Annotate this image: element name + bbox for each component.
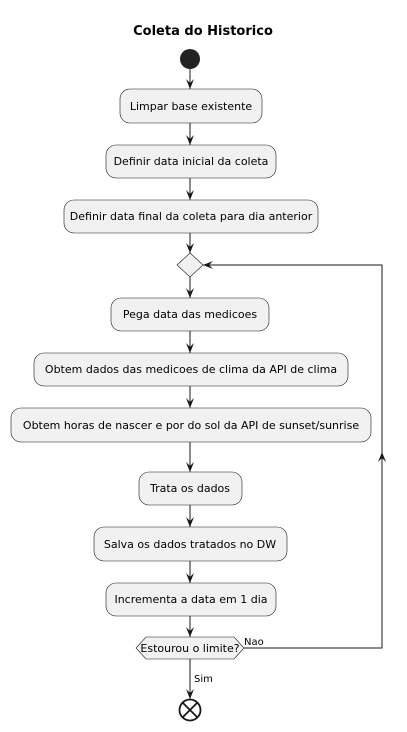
activity-label: Obtem horas de nascer e por do sol da AP… (23, 419, 359, 432)
flow-arrowhead (186, 135, 194, 145)
activity-limpar-base (119, 88, 263, 124)
activity-label: Obtem dados das medicoes de clima da API… (45, 363, 337, 376)
flow-arrowhead (186, 288, 194, 298)
flow-arrowhead (186, 398, 194, 408)
decision-node (135, 636, 245, 660)
flow-arrowhead (186, 190, 194, 200)
flow-arrowhead (186, 343, 194, 353)
end-node (178, 698, 202, 722)
activity-obtem-sol (10, 407, 372, 443)
activity-label: Limpar base existente (130, 100, 253, 113)
loop-arrowhead-left (203, 261, 213, 269)
merge-node (176, 252, 204, 278)
flow-arrowhead (186, 517, 194, 527)
activity-label: Definir data final da coleta para dia an… (70, 210, 313, 223)
edge-label-sim: Sim (194, 674, 213, 685)
activity-label: Trata os dados (149, 482, 230, 495)
loop-arrowhead-up (378, 452, 386, 462)
activity-label: Incrementa a data em 1 dia (114, 593, 267, 606)
flow-arrowhead (186, 79, 194, 89)
activity-obtem-clima (33, 352, 349, 387)
activity-data-inicial (105, 144, 277, 179)
activity-label: Salva os dados tratados no DW (104, 538, 276, 551)
flow-arrowhead (186, 573, 194, 583)
activity-incrementa (105, 582, 277, 617)
flow-arrowhead (186, 627, 194, 637)
decision-label: Estourou o limite? (140, 642, 239, 655)
diagram-title: Coleta do Historico (133, 24, 273, 39)
edge-label-nao: Nao (244, 637, 264, 648)
activity-data-final (63, 199, 319, 234)
activity-label: Pega data das medicoes (123, 308, 258, 321)
start-node (180, 49, 200, 69)
flow-arrowhead (186, 462, 194, 472)
flow-arrowhead (186, 243, 194, 253)
activity-label: Definir data inicial da coleta (114, 155, 269, 168)
flow-arrowhead (186, 689, 194, 699)
